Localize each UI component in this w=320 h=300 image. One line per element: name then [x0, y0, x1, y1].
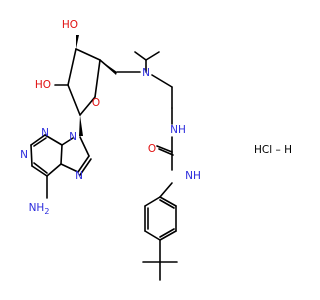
tert-butylphenyl: [142, 196, 178, 281]
n-purine-3-label: N: [20, 149, 28, 161]
atom-labels: HO HO O N N N N NH2 N NH O NH HCl – H: [20, 19, 292, 216]
ring-oxygen-label: O: [92, 97, 100, 109]
amine-nitrogen-label: N: [142, 67, 150, 79]
aminopropyl-chain: [99, 51, 174, 198]
chemical-structure: HO HO O N N N N NH2 N NH O NH HCl – H: [20, 19, 292, 281]
amino-label: NH2: [29, 202, 50, 216]
hydroxyl-left-label: HO: [35, 79, 51, 91]
carbonyl-oxygen-label: O: [148, 143, 156, 155]
hydroxyl-top-label: HO: [62, 19, 78, 31]
n9-label: N: [69, 131, 77, 143]
n-purine-1-label: N: [41, 127, 49, 139]
urea-nh-lower-label: NH: [185, 170, 201, 182]
hydrochloride-label: HCl – H: [254, 144, 292, 156]
urea-nh-upper-label: NH: [170, 124, 186, 136]
adenine-ring: [30, 134, 92, 199]
ribose-ring: [67, 48, 101, 116]
n-purine-7-label: N: [75, 170, 83, 182]
ribose-substituents: [54, 35, 117, 136]
